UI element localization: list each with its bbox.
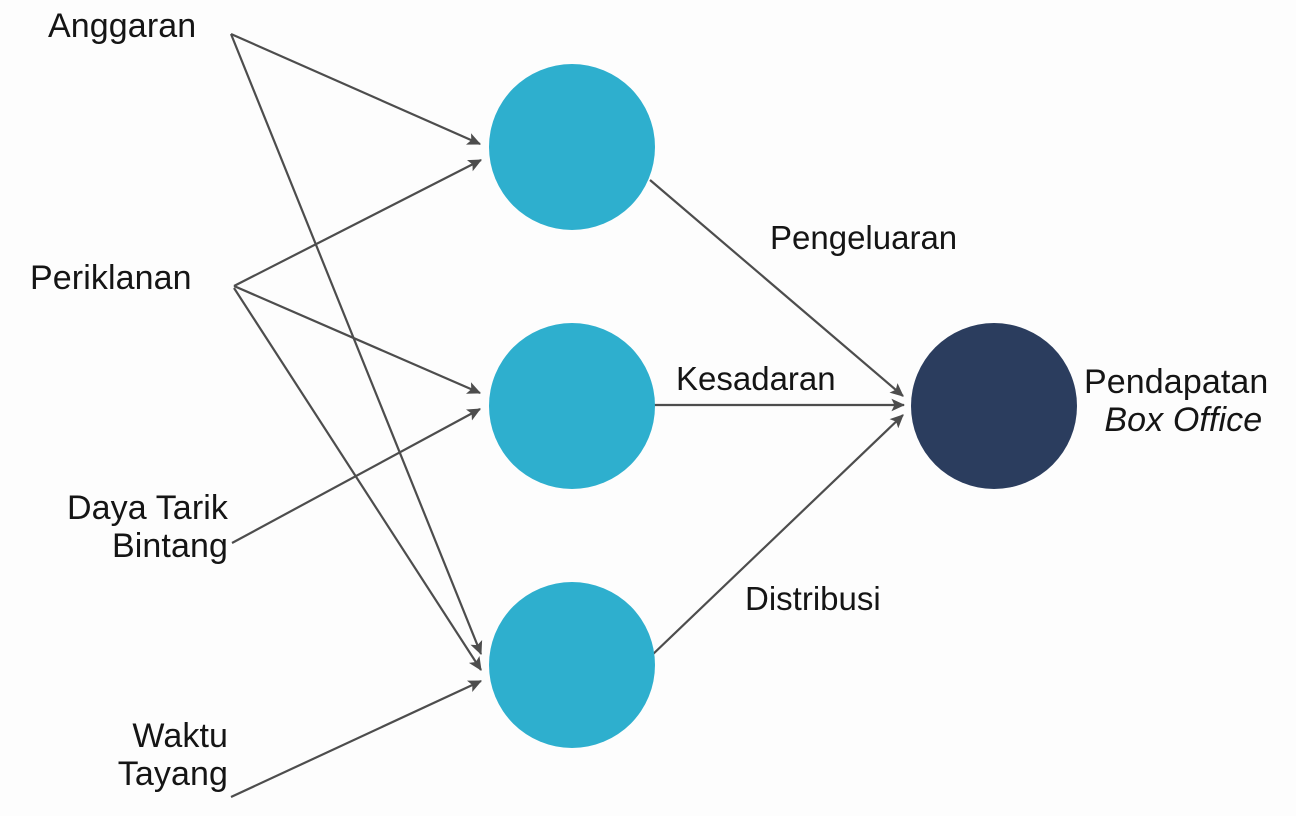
node-kesadaran[interactable] [489, 323, 655, 489]
edge-waktu-tayang-to-distribusi [230, 680, 482, 798]
edge-daya-tarik-bintang-to-kesadaran [231, 408, 481, 544]
outcome-label-line-2: Box Office [1104, 401, 1263, 440]
outcome-label-line-1: Pendapatan [1084, 363, 1269, 401]
input-label-anggaran: Anggaran [48, 7, 196, 45]
edge-periklanan-to-kesadaran [233, 284, 482, 395]
edge-label-kesadaran: Kesadaran [676, 360, 836, 397]
outcome-label-pendapatan-box-office: Pendapatan Box Office [1084, 363, 1268, 439]
edge-distribusi-to-pendapatan [649, 414, 904, 658]
input-label-waktu-tayang-line-2: Tayang [117, 755, 228, 794]
edge-label-pengeluaran: Pengeluaran [770, 219, 958, 256]
node-distribusi[interactable] [489, 582, 655, 748]
edge-pengeluaran-to-pendapatan [649, 179, 904, 397]
edge-periklanan-to-distribusi [233, 287, 482, 671]
input-label-periklanan: Periklanan [30, 259, 192, 297]
input-label-periklanan-line-1: Periklanan [30, 259, 192, 297]
input-label-daya-tarik-bintang: Daya Tarik Bintang [10, 489, 228, 565]
edge-anggaran-to-distribusi [229, 33, 483, 656]
edge-label-distribusi: Distribusi [745, 580, 881, 617]
node-pendapatan-box-office[interactable] [911, 323, 1077, 489]
input-label-waktu-tayang: Waktu Tayang [10, 717, 228, 793]
input-label-waktu-tayang-line-1: Waktu [132, 717, 228, 755]
input-label-daya-tarik-bintang-line-2: Bintang [111, 527, 228, 566]
edge-anggaran-to-pengeluaran [230, 32, 481, 146]
input-label-anggaran-line-1: Anggaran [48, 7, 197, 45]
input-label-daya-tarik-bintang-line-1: Daya Tarik [67, 489, 228, 527]
edge-periklanan-to-pengeluaran [233, 159, 482, 287]
node-pengeluaran[interactable] [489, 64, 655, 230]
